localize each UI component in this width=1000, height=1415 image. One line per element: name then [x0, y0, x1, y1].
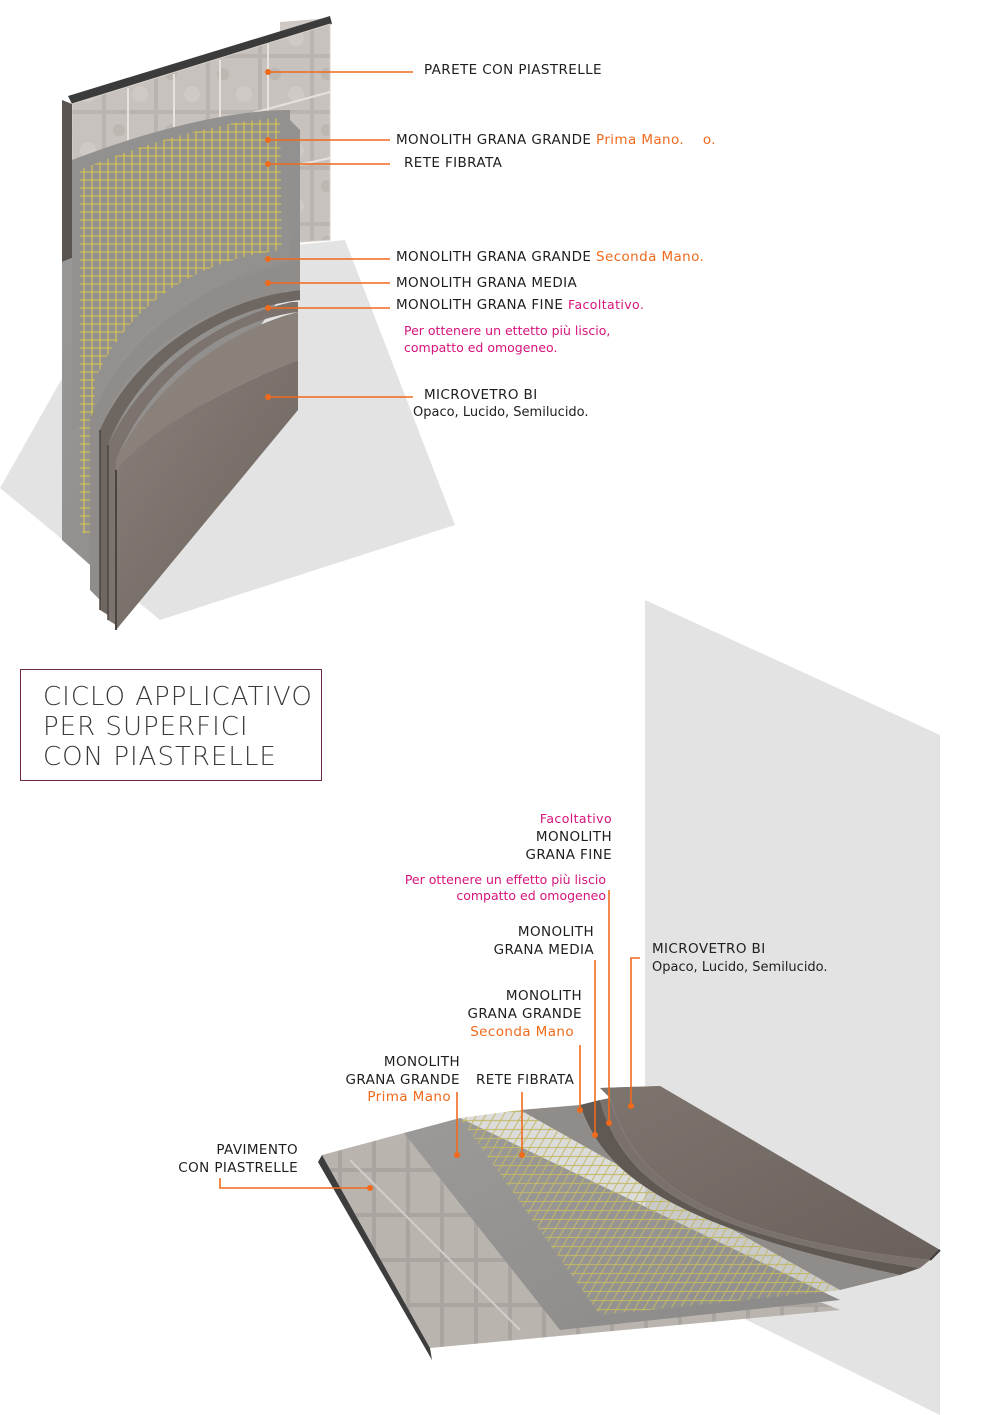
label-floor-media-1: MONOLITH: [517, 924, 594, 940]
label-wall-grana-grande-seconda: MONOLITH GRANA GRANDE Seconda Mano.: [396, 249, 705, 265]
label-floor-microvetro: MICROVETRO BI: [652, 941, 766, 957]
label-floor-media-2: GRANA MEDIA: [493, 942, 594, 958]
label-floor-facoltativo: Facoltativo: [539, 811, 612, 826]
wall-note-line-1: Per ottenere un ettetto più liscio,: [404, 323, 611, 338]
leader-lines: [219, 71, 640, 1189]
label-parete-con-piastrelle: PARETE CON PIASTRELLE: [424, 62, 602, 78]
label-floor-pavimento-1: PAVIMENTO: [216, 1142, 298, 1158]
label-floor-fine-1: MONOLITH: [535, 829, 612, 845]
title-line-2: PER SUPERFICI: [43, 712, 249, 742]
label-wall-grana-grande-prima: MONOLITH GRANA GRANDE Prima Mano. o.: [396, 132, 716, 148]
label-wall-rete-fibrata: RETE FIBRATA: [404, 155, 503, 171]
wall-illustration: [0, 16, 455, 630]
label-floor-prima-mano: Prima Mano: [367, 1089, 451, 1105]
label-floor-grande1-1: MONOLITH: [383, 1054, 460, 1070]
label-floor-grande2-2: GRANA GRANDE: [467, 1006, 582, 1022]
label-wall-finiture: Opaco, Lucido, Semilucido.: [413, 405, 589, 420]
wall-note-line-2: compatto ed omogeneo.: [404, 340, 558, 355]
label-floor-seconda-mano: Seconda Mano: [470, 1024, 574, 1040]
title-line-1: CICLO APPLICATIVO: [43, 682, 313, 712]
title-line-3: CON PIASTRELLE: [43, 742, 277, 772]
label-floor-finiture: Opaco, Lucido, Semilucido.: [652, 960, 828, 975]
leader-dots: [265, 69, 634, 1191]
label-wall-grana-media: MONOLITH GRANA MEDIA: [396, 275, 578, 291]
title-box: CICLO APPLICATIVO PER SUPERFICI CON PIAS…: [20, 669, 322, 781]
floor-note-line-2: compatto ed omogeneo: [456, 888, 606, 903]
floor-note-line-1: Per ottenere un effetto più liscio: [404, 872, 606, 887]
label-wall-grana-fine: MONOLITH GRANA FINE Facoltativo.: [396, 297, 645, 313]
label-floor-fine-2: GRANA FINE: [525, 847, 612, 863]
label-wall-microvetro: MICROVETRO BI: [424, 387, 538, 403]
label-floor-grande2-1: MONOLITH: [505, 988, 582, 1004]
label-floor-rete-fibrata: RETE FIBRATA: [476, 1072, 575, 1088]
label-floor-pavimento-2: CON PIASTRELLE: [178, 1160, 298, 1176]
label-floor-grande1-2: GRANA GRANDE: [345, 1072, 460, 1088]
floor-illustration: [318, 600, 941, 1415]
